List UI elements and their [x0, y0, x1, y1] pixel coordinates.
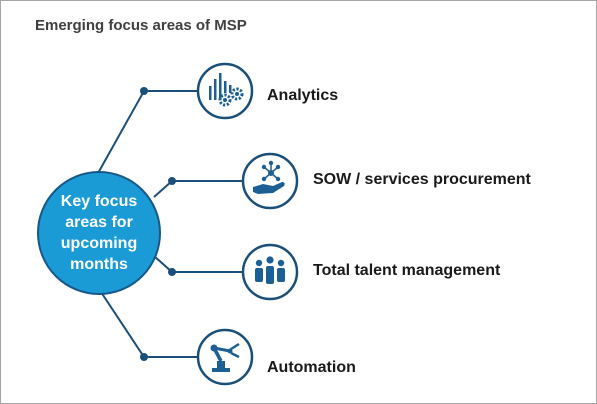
analytics-gears-icon — [209, 73, 244, 107]
people-group-icon — [255, 256, 285, 284]
connector-dot-automation — [140, 353, 148, 361]
sow-icon-ring — [241, 152, 299, 210]
hand-network-icon — [253, 160, 285, 194]
connector-sow — [153, 180, 242, 198]
focus-area-label-sow: SOW / services procurement — [313, 171, 531, 188]
diagram-title: Emerging focus areas of MSP — [35, 17, 247, 34]
connector-dot-analytics — [140, 87, 148, 95]
hub-label: Key focus areas for upcoming months — [60, 193, 138, 273]
connector-automation — [96, 285, 197, 358]
focus-area-label-talent: Total talent management — [313, 262, 501, 279]
robotic-arm-icon — [210, 342, 240, 372]
automation-icon-ring — [196, 328, 254, 386]
focus-area-label-automation: Automation — [267, 359, 356, 376]
connector-analytics — [96, 90, 197, 176]
hub-circle — [37, 171, 161, 295]
connector-talent — [153, 255, 242, 273]
focus-area-label-analytics: Analytics — [267, 87, 339, 104]
connector-dot-talent — [168, 268, 176, 276]
connector-dot-sow — [168, 177, 176, 185]
